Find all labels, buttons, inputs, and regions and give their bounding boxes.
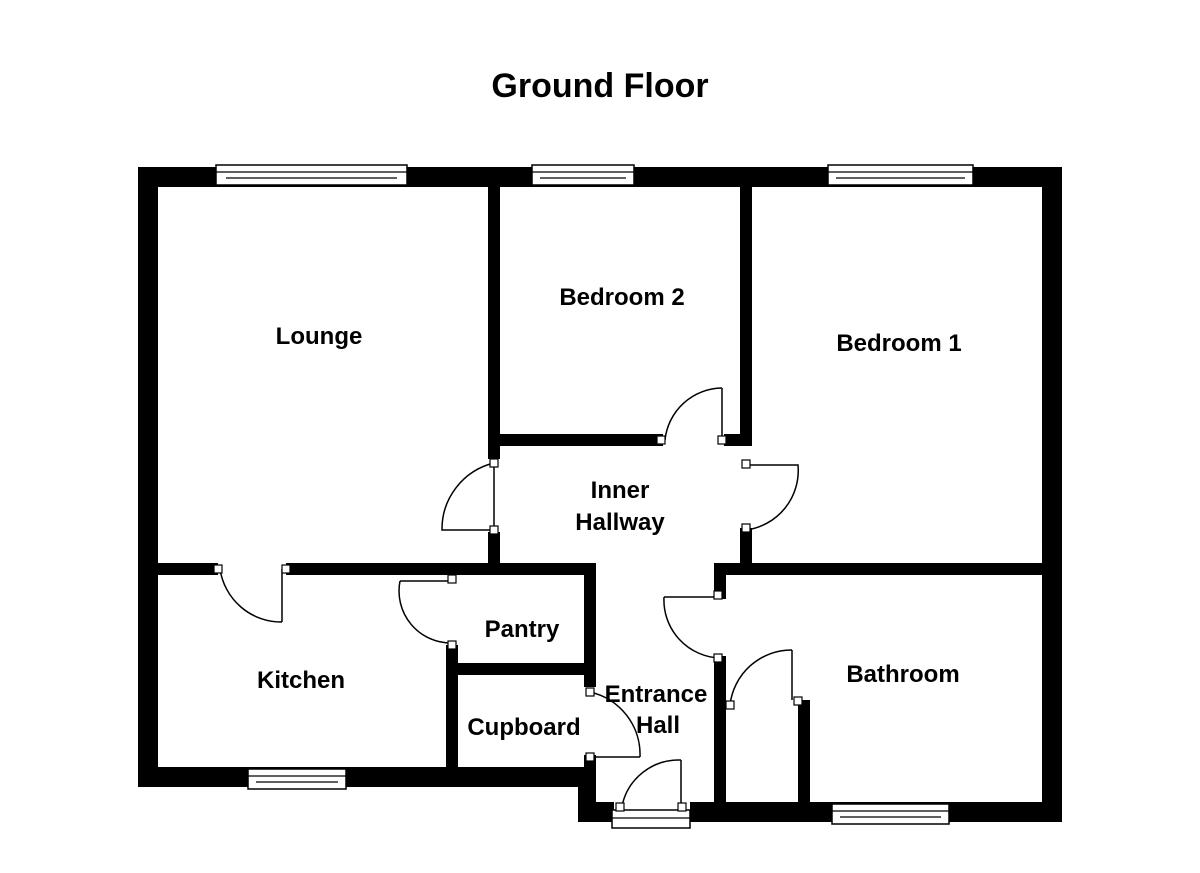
bathroom-top-wall (714, 563, 1062, 575)
pantry-bottom-wall (446, 663, 596, 675)
closet-door (725, 649, 803, 710)
left-wall (138, 167, 158, 787)
kitchen-door (213, 564, 291, 623)
entrance-door (615, 759, 687, 812)
pantry-right-wall (584, 563, 596, 687)
bed2-bed1-wall (740, 187, 752, 439)
windows (215, 164, 974, 829)
lounge-window (215, 164, 408, 186)
room-label-inner-hallway-line2: Hallway (575, 509, 665, 536)
bedroom-1-window (827, 164, 974, 186)
floor-title: Ground Floor (491, 67, 708, 105)
bathroom-window (831, 803, 950, 825)
interior-walls (158, 187, 1062, 802)
room-label-cupboard: Cupboard (467, 714, 580, 741)
bathroom-left-wall-upper (714, 563, 726, 599)
room-labels: Lounge Bedroom 2 Bedroom 1 Inner Hallway… (257, 284, 962, 741)
pantry-door (398, 574, 457, 650)
bottom-wall-left (138, 767, 596, 787)
lounge-kitchen-wall-left (158, 563, 218, 575)
bedroom-1-door (741, 459, 799, 533)
bed1-hall-wall-lower (740, 528, 752, 566)
room-label-bedroom-1: Bedroom 1 (836, 330, 961, 357)
room-label-lounge: Lounge (276, 323, 363, 350)
room-label-bedroom-2: Bedroom 2 (559, 284, 684, 311)
cupboard-door (585, 687, 641, 762)
pantry-left-wall (446, 645, 458, 767)
closet-right-wall (798, 700, 810, 802)
right-wall (1042, 167, 1062, 822)
room-label-bathroom: Bathroom (846, 661, 959, 688)
lounge-door (441, 458, 499, 535)
entrance-recess-bottom-left (578, 802, 614, 822)
entrance-threshold (611, 809, 691, 829)
room-label-entrance-hall-line2: Hall (636, 712, 680, 739)
kitchen-window (247, 768, 347, 790)
room-label-entrance-hall-line1: Entrance (605, 681, 708, 708)
lounge-hall-wall-lower (488, 532, 500, 566)
bathroom-left-wall-lower (714, 656, 726, 802)
room-label-kitchen: Kitchen (257, 667, 345, 694)
lounge-kitchen-wall-right (286, 563, 596, 575)
bathroom-door (663, 590, 723, 663)
lounge-bed2-wall (488, 187, 500, 459)
bed2-bottom-wall (488, 434, 663, 446)
room-label-inner-hallway-line1: Inner (591, 477, 650, 504)
bedroom-2-door (656, 387, 727, 445)
room-label-pantry: Pantry (485, 616, 560, 643)
bedroom-2-window (531, 164, 635, 186)
doors (213, 387, 803, 812)
